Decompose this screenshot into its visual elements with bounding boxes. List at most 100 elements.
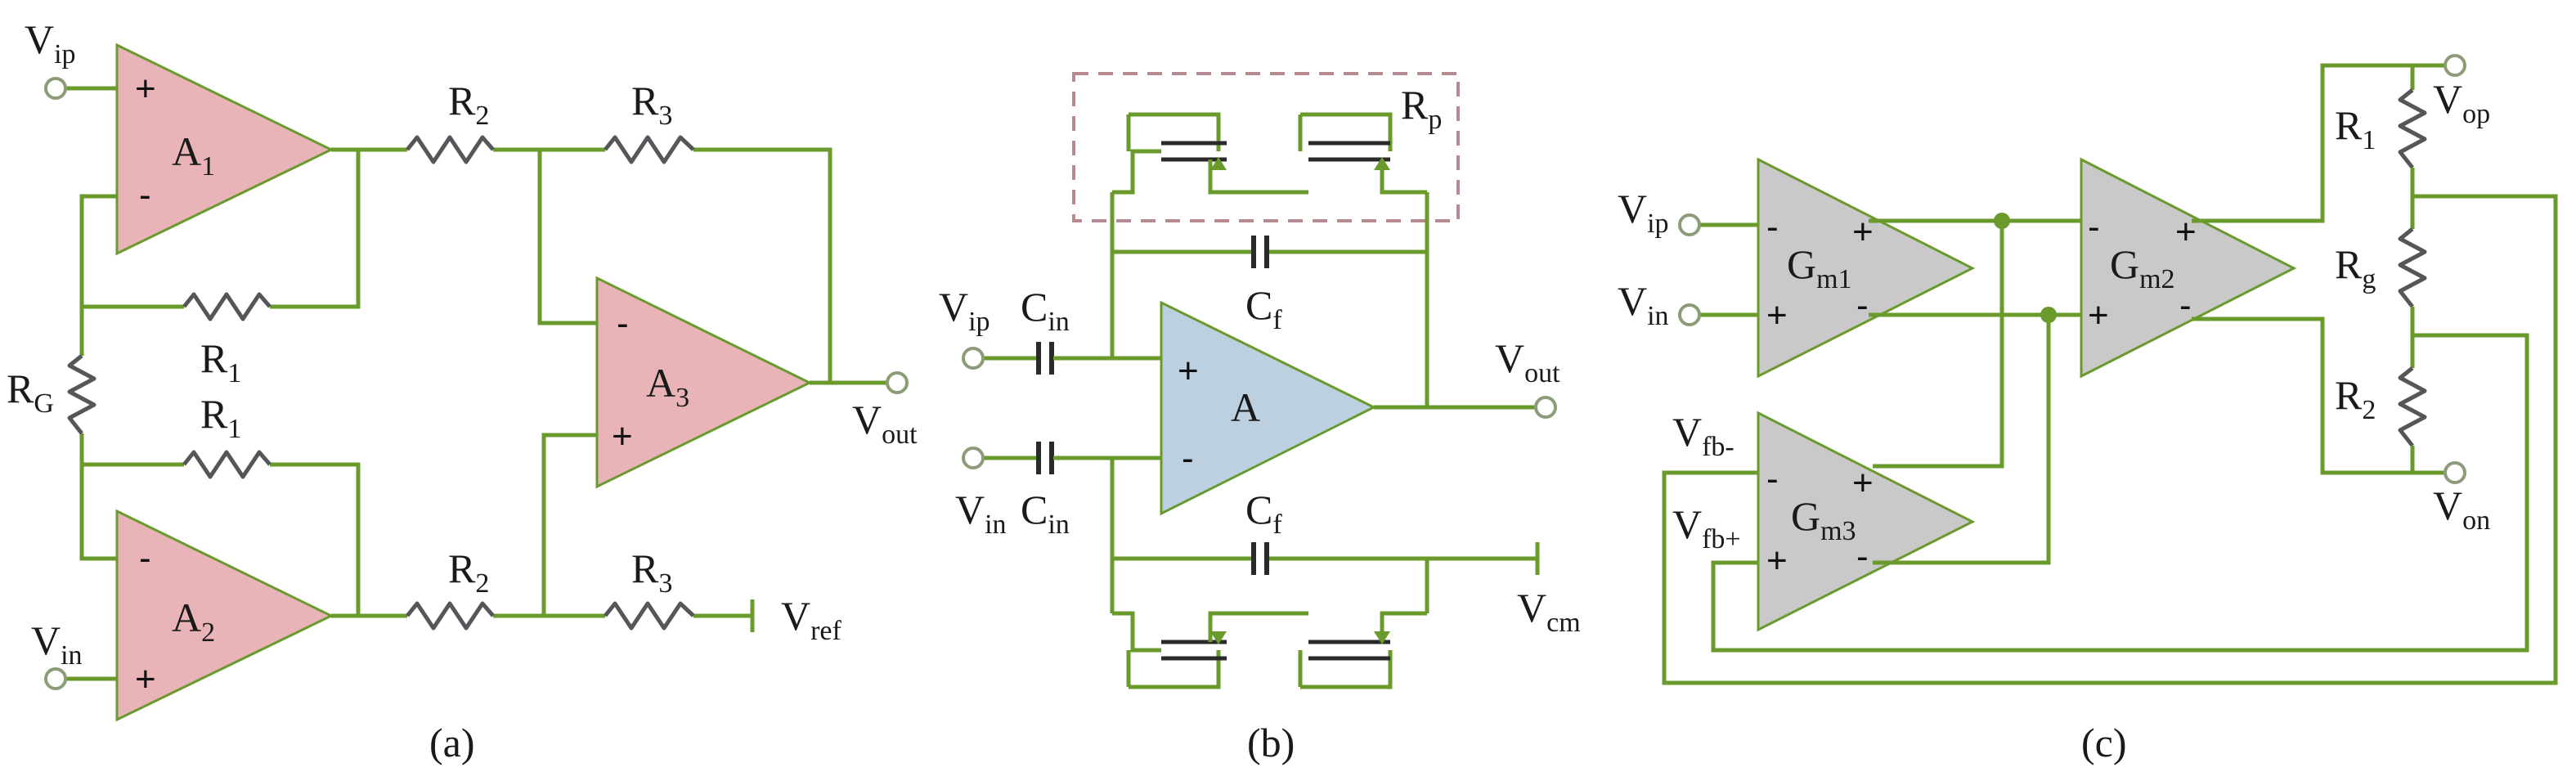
rp-dashed-box <box>1072 72 1460 222</box>
wire-node-a3plus <box>541 433 597 616</box>
label-vin-c: Vin <box>1618 278 1669 331</box>
label-gm1: Gm1 <box>1787 241 1852 294</box>
label-rg-c: Rg <box>2335 241 2376 294</box>
resistor-r1-c <box>2398 88 2427 169</box>
label-cin-top: Cin <box>1021 284 1070 337</box>
wire-fb-loop-outer <box>1662 194 2558 685</box>
label-r3-bottom: R3 <box>631 545 672 599</box>
gm1-out-minus-sign: - <box>1856 285 1869 325</box>
gm2-plus-sign: + <box>2088 295 2109 335</box>
amp-a1 <box>115 43 334 256</box>
wire-a2-fb <box>270 462 361 616</box>
gm3-plus-sign: + <box>1766 541 1788 581</box>
gm2-minus-sign: - <box>2088 207 2100 247</box>
label-vref: Vref <box>781 593 842 646</box>
terminal-vop <box>2444 54 2466 77</box>
label-r1-bottom: R1 <box>200 391 241 444</box>
label-vout-b: Vout <box>1495 335 1560 388</box>
amp-a2 <box>115 509 334 722</box>
terminal-vout-b <box>1534 396 1557 419</box>
resistor-r2-c <box>2398 366 2427 447</box>
wire-a1-minus-rg <box>79 194 117 356</box>
a-plus-sign: + <box>1178 351 1199 391</box>
label-a2: A2 <box>172 595 215 648</box>
a-minus-sign: - <box>1182 438 1194 478</box>
wire-rg-a2-minus <box>79 433 117 561</box>
wire-fb-loop-inner <box>1711 333 2529 653</box>
wire-r3top-out <box>693 147 832 383</box>
gm3-minus-sign: - <box>1766 459 1779 499</box>
label-r2-top: R2 <box>448 78 489 131</box>
gm1-plus-sign: + <box>1766 295 1788 335</box>
a3-minus-sign: - <box>617 303 629 343</box>
label-r2-bottom: R2 <box>448 545 489 599</box>
wire-junction-bot-gm3minus <box>1873 315 2051 565</box>
label-vin-b: Vin <box>955 487 1007 540</box>
a1-minus-sign: - <box>139 175 151 215</box>
caption-c: (c) <box>2081 720 2127 765</box>
terminal-vin-c <box>1678 303 1701 326</box>
a1-plus-sign: + <box>135 69 156 109</box>
label-gm2: Gm2 <box>2110 241 2175 294</box>
terminal-vout <box>886 371 909 394</box>
label-amp-a: A <box>1231 384 1260 430</box>
gm1-minus-sign: - <box>1766 207 1779 247</box>
gm2-out-plus-sign: + <box>2175 212 2197 252</box>
label-a3: A3 <box>646 360 689 413</box>
resistor-r2-bottom <box>406 601 495 631</box>
gm2-out-minus-sign: - <box>2179 285 2192 325</box>
gm3-out-plus-sign: + <box>1852 463 1874 503</box>
label-vfb-minus: Vfb- <box>1672 409 1735 462</box>
label-vop: Vop <box>2433 76 2490 129</box>
label-vip-b: Vip <box>939 284 990 337</box>
resistor-r1-top <box>182 292 272 321</box>
amp-a3 <box>595 276 813 489</box>
terminal-von <box>2444 461 2466 484</box>
wire-junction-top-gm3plus <box>1873 221 2004 469</box>
label-vout-a: Vout <box>852 397 918 450</box>
wire-a1-fb <box>270 150 361 309</box>
a2-minus-sign: - <box>139 538 151 578</box>
label-r3-top: R3 <box>631 78 672 131</box>
wire-node-a3minus <box>537 150 597 325</box>
gm3-out-minus-sign: - <box>1856 536 1869 577</box>
caption-a: (a) <box>429 720 475 765</box>
label-vip-c: Vip <box>1618 186 1669 239</box>
label-r1-top: R1 <box>200 335 241 388</box>
label-r2-c: R2 <box>2335 372 2376 425</box>
label-r1-c: R1 <box>2335 102 2376 155</box>
gm1-out-plus-sign: + <box>1852 212 1874 252</box>
terminal-vin-b <box>962 447 985 469</box>
resistor-r1-bottom <box>182 450 272 479</box>
label-cf-bottom: Cf <box>1245 487 1282 540</box>
label-rp: Rp <box>1401 82 1442 135</box>
panel-c: - + + - - + + - - + + - Gm1 Gm2 Gm3 Vip … <box>1618 54 2558 765</box>
wire-gm2minus-von <box>2192 316 2445 475</box>
a2-plus-sign: + <box>135 659 156 699</box>
label-vip-a: Vip <box>25 16 76 70</box>
terminal-vip <box>44 77 67 100</box>
a3-plus-sign: + <box>612 416 633 456</box>
resistor-rg <box>67 354 96 435</box>
label-a1: A1 <box>172 128 215 182</box>
label-cin-bottom: Cin <box>1021 487 1070 540</box>
label-vcm: Vcm <box>1517 585 1581 638</box>
resistor-r3-bottom <box>604 601 695 631</box>
terminal-vip-c <box>1678 213 1701 236</box>
label-vfb-plus: Vfb+ <box>1672 501 1741 554</box>
label-gm3: Gm3 <box>1791 493 1856 546</box>
panel-a: + - - + - + Vip Vin Vout Vref A1 A2 A3 R… <box>7 16 918 765</box>
mos-pair-top <box>1112 112 1427 195</box>
amp-gm3 <box>1757 411 1976 632</box>
panel-b: + - A Vip Cin Vin Cin Cf Cf Rp Vout Vcm … <box>939 72 1581 765</box>
resistor-rg-c <box>2398 227 2427 308</box>
wire-gm2plus-vop <box>2192 63 2445 223</box>
terminal-vip-b <box>962 347 985 370</box>
resistor-r2-top <box>406 135 495 164</box>
label-cf-top: Cf <box>1245 282 1282 335</box>
terminal-vin <box>44 667 67 690</box>
mos-pair-bottom <box>1112 611 1427 689</box>
caption-b: (b) <box>1247 720 1295 765</box>
amp-gm1 <box>1757 157 1976 379</box>
